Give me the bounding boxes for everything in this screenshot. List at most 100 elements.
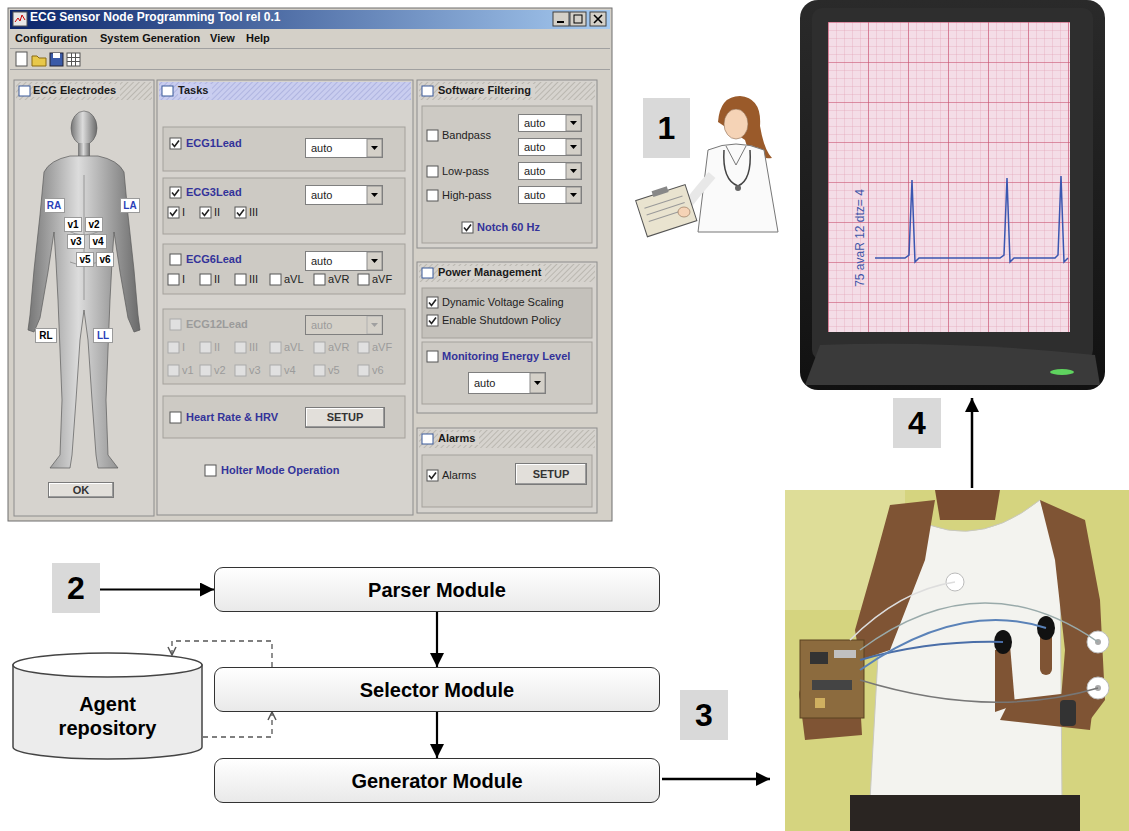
check-mark bbox=[237, 210, 244, 216]
button-label: OK bbox=[73, 484, 90, 497]
disabled-option-label: aVL bbox=[284, 341, 304, 354]
electrode-tag: v2 bbox=[85, 217, 103, 232]
option-label: Low-pass bbox=[442, 165, 489, 178]
menu-item: Configuration bbox=[15, 32, 87, 45]
push-button: SETUP bbox=[515, 463, 587, 485]
callout-number-text: 3 bbox=[695, 697, 713, 733]
option-label: aVF bbox=[372, 273, 392, 286]
option-group: autoECG1Lead bbox=[163, 127, 405, 171]
callout-number: 4 bbox=[893, 398, 941, 448]
checkbox bbox=[427, 315, 438, 326]
checkbox bbox=[427, 130, 438, 141]
doctor-clipart bbox=[678, 207, 690, 217]
window-frame bbox=[10, 30, 610, 48]
disabled-option-label: ECG12Lead bbox=[186, 318, 248, 331]
disabled-option-label: II bbox=[214, 341, 220, 354]
electrode-name: LA bbox=[123, 200, 136, 212]
dropdown-field bbox=[305, 114, 582, 394]
push-button: OK bbox=[48, 482, 114, 498]
menu-item: Help bbox=[246, 32, 270, 45]
panel-frame bbox=[419, 430, 595, 448]
patient-photo bbox=[1060, 700, 1076, 726]
window-frame bbox=[557, 21, 564, 23]
panel-heading: Power Management bbox=[438, 266, 545, 279]
option-group-frame bbox=[163, 309, 405, 384]
option-label: I bbox=[182, 206, 185, 219]
panel-frame bbox=[162, 86, 173, 96]
settings-panel: RALAv1v2v3v4v5v6RLLLOKECG Electrodes bbox=[14, 80, 154, 516]
option-group: autoECG12LeadIIIIIIaVLaVRaVFv1v2v3v4v5v6 bbox=[163, 309, 405, 384]
electrode-name: RA bbox=[47, 200, 61, 212]
callout-number: 1 bbox=[643, 98, 690, 158]
option-group-frame bbox=[163, 244, 405, 294]
dropdown-value: auto bbox=[524, 165, 545, 178]
dropdown-box: auto bbox=[518, 114, 582, 132]
option-label: Heart Rate & HRV bbox=[186, 411, 278, 424]
body-figure bbox=[71, 111, 97, 145]
dropdown-value: auto bbox=[311, 189, 332, 202]
checkbox bbox=[270, 274, 281, 285]
disabled-checkbox bbox=[168, 319, 369, 376]
option-group: autoECG6LeadIIIIIIaVLaVRaVF bbox=[163, 244, 405, 294]
check-mark bbox=[170, 210, 177, 216]
doctor-clipart bbox=[636, 185, 697, 237]
monitor-photo bbox=[1050, 369, 1074, 375]
dropdown-field bbox=[518, 162, 582, 180]
dropdown-field bbox=[566, 163, 581, 179]
option-label: Notch 60 Hz bbox=[477, 221, 540, 234]
patient-photo bbox=[860, 620, 1046, 670]
option-label: aVR bbox=[328, 273, 349, 286]
electrode-tag: v1 bbox=[64, 217, 82, 232]
dropdown-field bbox=[566, 139, 581, 155]
dropdown-box: auto bbox=[305, 185, 383, 205]
electrode-name: v6 bbox=[99, 254, 110, 266]
dropdown-field bbox=[371, 323, 378, 327]
disabled-checkbox bbox=[314, 365, 325, 376]
option-group: autoECG3LeadIIIIII bbox=[163, 178, 405, 234]
window-title: ECG Sensor Node Programming Tool rel 0.1 bbox=[30, 10, 281, 25]
database-cylinder: Agent repository bbox=[12, 652, 203, 760]
panel-frame bbox=[422, 434, 433, 444]
patient-photo bbox=[860, 603, 1098, 650]
panel-frame bbox=[19, 86, 30, 96]
dropdown-field bbox=[530, 373, 545, 393]
option-group-frame bbox=[422, 106, 592, 243]
disabled-checkbox bbox=[270, 365, 281, 376]
dropdown-field bbox=[371, 193, 378, 197]
disabled-option-label: aVR bbox=[328, 341, 349, 354]
flow-arrow bbox=[436, 612, 438, 667]
option-label: aVL bbox=[284, 273, 304, 286]
dropdown-field bbox=[468, 372, 546, 394]
flow-arrow bbox=[662, 778, 770, 781]
dashed-arrow bbox=[203, 712, 272, 737]
disabled-option-label: v5 bbox=[328, 364, 340, 377]
panel-frame bbox=[14, 80, 597, 516]
callout-number-text: 2 bbox=[67, 570, 85, 606]
dropdown-field bbox=[367, 139, 382, 157]
flow-arrow bbox=[100, 588, 214, 590]
patient-photo bbox=[935, 490, 1000, 520]
dropdown-box: auto bbox=[305, 138, 383, 158]
electrode-tag: RL bbox=[35, 328, 57, 343]
option-group-frame bbox=[422, 455, 592, 507]
dropdown-field bbox=[367, 316, 382, 334]
option-label: II bbox=[214, 273, 220, 286]
disabled-checkbox bbox=[270, 342, 281, 353]
checkbox bbox=[358, 274, 369, 285]
monitor-photo bbox=[875, 176, 1068, 262]
doctor-clipart bbox=[726, 146, 746, 165]
panel-heading: Software Filtering bbox=[438, 84, 535, 97]
window-frame bbox=[574, 15, 582, 23]
check-mark bbox=[429, 318, 436, 324]
process-label: Parser Module bbox=[368, 578, 506, 602]
patient-photo bbox=[812, 680, 852, 690]
dropdown-value: auto bbox=[524, 189, 545, 202]
doctor-clipart bbox=[634, 181, 696, 237]
dropdown-field bbox=[570, 121, 577, 125]
flow-arrow bbox=[662, 398, 972, 779]
window-frame bbox=[15, 15, 25, 22]
option-label: III bbox=[249, 206, 258, 219]
dropdown-field bbox=[534, 381, 541, 385]
panel-heading: Tasks bbox=[178, 84, 212, 97]
dropdown-field bbox=[305, 251, 383, 271]
